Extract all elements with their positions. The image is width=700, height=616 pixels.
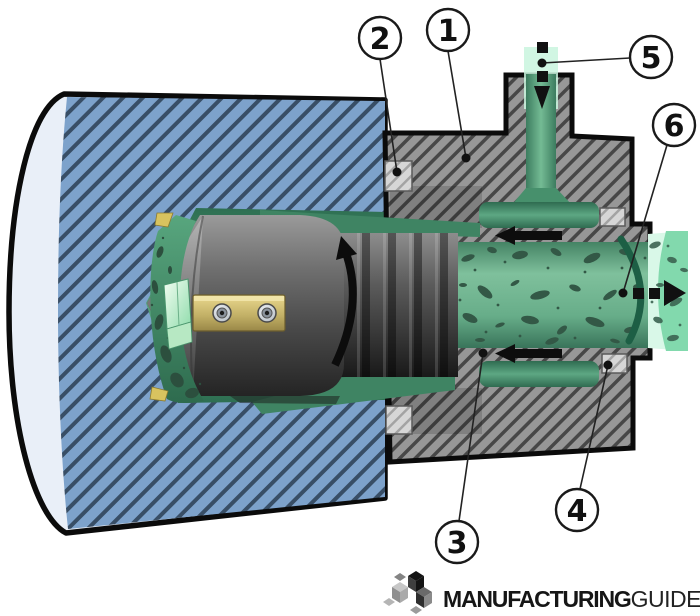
callout-4: 4 bbox=[554, 487, 600, 533]
leader-dots bbox=[392, 58, 628, 370]
cartridge-screw-left bbox=[212, 303, 232, 323]
callout-1: 1 bbox=[425, 7, 471, 53]
insert-split-line bbox=[176, 281, 180, 327]
shaft-grooves bbox=[357, 233, 448, 377]
insert-tip-bottom bbox=[149, 386, 169, 402]
coolant-flow-arrow-top-icon bbox=[495, 226, 562, 245]
brand-logo: MANUFACTURINGGUIDE bbox=[383, 571, 700, 614]
rotation-arrow-icon bbox=[331, 236, 357, 367]
cutting-insert-facet bbox=[166, 321, 193, 350]
callout-4-number: 4 bbox=[567, 494, 588, 529]
inlet-dashed-arrow-icon bbox=[534, 42, 550, 109]
coolant-gallery-bottom bbox=[479, 361, 599, 387]
coolant-flow-arrow-bottom-icon bbox=[495, 344, 562, 363]
cone-edge-line bbox=[189, 215, 204, 396]
callout-5-number: 5 bbox=[641, 41, 662, 76]
insert-tip-top bbox=[154, 212, 174, 228]
callout-5: 5 bbox=[628, 34, 674, 80]
logo-text-bold: MANUFACTURING bbox=[443, 586, 631, 612]
shadow-under-head bbox=[230, 396, 340, 404]
cartridge-highlight bbox=[194, 296, 284, 301]
callout-2-number: 2 bbox=[370, 22, 391, 57]
cartridge-screw-right bbox=[257, 303, 277, 323]
logo-text-light: GUIDE bbox=[631, 586, 700, 612]
callout-6: 6 bbox=[651, 102, 697, 148]
callout-3-number: 3 bbox=[447, 526, 468, 561]
callout-6-number: 6 bbox=[664, 109, 685, 144]
seal-bottom-left bbox=[385, 405, 413, 435]
logo-cubes-icon bbox=[383, 571, 432, 614]
coolant-gallery-top bbox=[479, 202, 599, 228]
seal-top-right bbox=[599, 207, 626, 227]
callout-1-number: 1 bbox=[438, 14, 459, 49]
leader-lines bbox=[379, 50, 668, 522]
chips-at-outlet bbox=[649, 241, 688, 342]
insert-cartridge-plate bbox=[192, 294, 286, 332]
chip-tube-interior bbox=[448, 242, 650, 348]
callout-3: 3 bbox=[434, 519, 480, 565]
callout-2: 2 bbox=[357, 15, 403, 61]
logo-text: MANUFACTURINGGUIDE bbox=[443, 586, 700, 612]
outlet-dashed-arrow-icon bbox=[633, 280, 686, 306]
